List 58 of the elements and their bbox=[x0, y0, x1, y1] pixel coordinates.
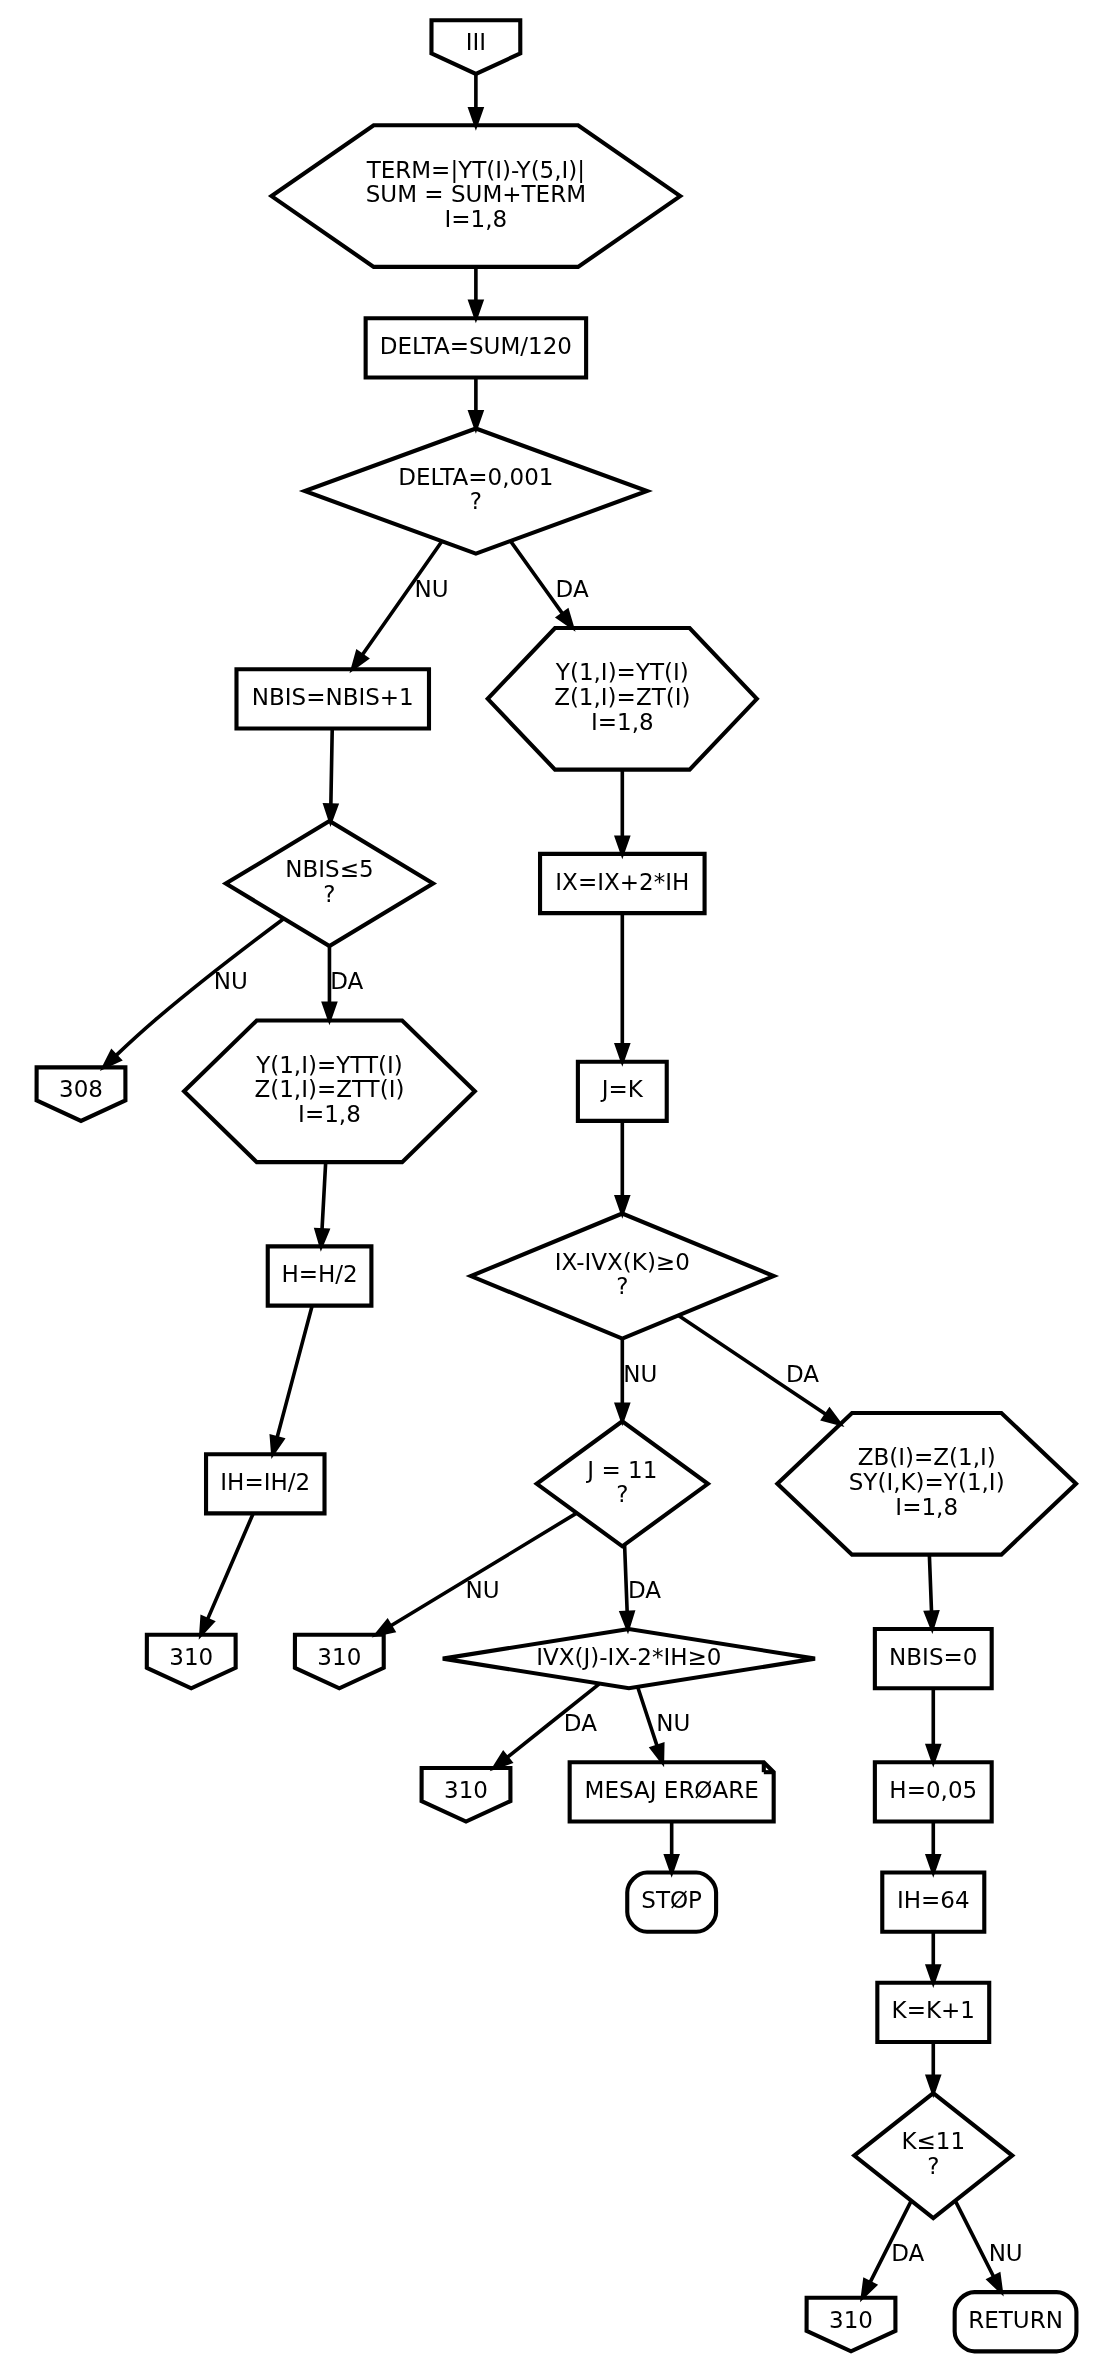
edge-label: NU bbox=[623, 1360, 658, 1387]
node-box: H=H/2 bbox=[265, 1244, 374, 1308]
edge-label: DA bbox=[785, 1360, 820, 1387]
arrow bbox=[489, 1682, 601, 1772]
node-box: DELTA=SUM/120 bbox=[363, 316, 589, 380]
node-box: IH=IH/2 bbox=[204, 1452, 327, 1516]
arrow bbox=[371, 1511, 578, 1638]
arrow bbox=[636, 1686, 665, 1768]
arrow bbox=[349, 540, 444, 674]
arrow bbox=[321, 946, 338, 1026]
edge-label: NU bbox=[465, 1577, 500, 1604]
arrow bbox=[677, 1314, 845, 1427]
edge-label: DA bbox=[891, 2240, 925, 2267]
node-box: H=0,05 bbox=[872, 1760, 994, 1824]
edge-label: DA bbox=[563, 1710, 597, 1737]
node-box: NBIS=NBIS+1 bbox=[234, 667, 432, 731]
arrow bbox=[614, 1121, 631, 1219]
node-box: J=K bbox=[575, 1059, 669, 1123]
edge-label: DA bbox=[330, 968, 364, 995]
arrow bbox=[614, 913, 631, 1067]
arrow bbox=[467, 74, 485, 131]
node-box: STØP bbox=[625, 1870, 719, 1934]
arrow bbox=[923, 1554, 940, 1635]
node-diamond: IX-IVX(K)≥0 ? bbox=[465, 1211, 780, 1341]
edge-label: DA bbox=[627, 1577, 662, 1604]
arrow bbox=[924, 2042, 942, 2099]
arrow bbox=[663, 1821, 680, 1878]
node-diamond: DELTA=0,001 ? bbox=[298, 426, 653, 556]
arrow bbox=[509, 540, 576, 632]
node-diamond: NBIS≤5 ? bbox=[221, 818, 438, 949]
node-diamond: IVX(J)-IX-2*IH≥0 bbox=[440, 1626, 818, 1691]
node-diamond: K≤11 ? bbox=[851, 2090, 1016, 2221]
arrow bbox=[618, 1544, 636, 1635]
arrow bbox=[322, 728, 340, 827]
arrow bbox=[99, 917, 285, 1071]
arrow bbox=[860, 2200, 913, 2303]
arrow bbox=[953, 2200, 1004, 2297]
node-box: K=K+1 bbox=[875, 1980, 992, 2045]
arrow bbox=[198, 1513, 255, 1640]
node-box: NBIS=0 bbox=[872, 1627, 994, 1691]
arrow bbox=[269, 1305, 314, 1460]
arrow bbox=[614, 770, 631, 860]
arrow bbox=[924, 1931, 942, 1988]
arrow bbox=[313, 1162, 331, 1252]
arrow bbox=[467, 377, 485, 434]
arrow bbox=[614, 1339, 631, 1427]
edge-label: NU bbox=[213, 968, 248, 995]
node-box: IX=IX+2*IH bbox=[538, 851, 707, 916]
node-box: RETURN bbox=[952, 2290, 1079, 2354]
edge-label: NU bbox=[988, 2240, 1023, 2267]
node-diamond: J = 11 ? bbox=[533, 1418, 712, 1549]
edge-label: NU bbox=[414, 575, 449, 602]
arrow bbox=[924, 1821, 942, 1878]
arrow bbox=[467, 267, 485, 324]
node-box: IH=64 bbox=[880, 1870, 987, 1934]
arrow bbox=[924, 1688, 942, 1768]
edge-label: NU bbox=[656, 1710, 691, 1737]
edge-label: DA bbox=[555, 575, 589, 602]
